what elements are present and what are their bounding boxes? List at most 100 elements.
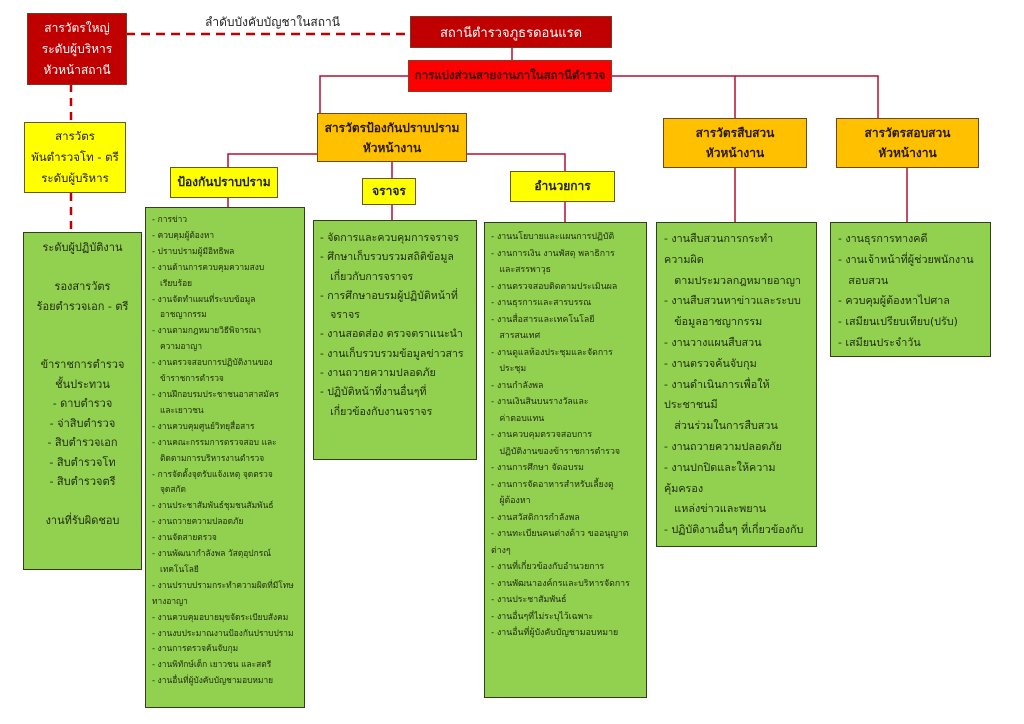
list-item: - ปฏิบัติงานอื่นๆ ที่เกี่ยวข้องกับ (664, 523, 804, 537)
list-item: - งานตรวจสอบติดตามประเมินผล (491, 281, 618, 292)
list-item: - การจัดตั้งจุดรับแจ้งเหตุ จุดตรวจ (152, 468, 273, 479)
list-item: - งานวางแผนสืบสวน (664, 335, 762, 349)
list-item: - เสมียนประจำวัน (838, 335, 921, 349)
list-item: ติดตามการบริหารงานตำรวจ (152, 452, 265, 463)
list-item: ระดับผู้ปฏิบัติงาน (42, 241, 123, 254)
list-item: - ดาบตำรวจ (52, 397, 113, 410)
list-item: - งานพิทักษ์เด็ก เยาวชน และสตรี (152, 659, 272, 670)
list-item: - สิบตำรวจตรี (49, 475, 116, 488)
list-item: สารวัตรสืบสวน (695, 126, 775, 140)
list-item: - จ่าสิบตำรวจ (49, 416, 116, 430)
chief-box: สารวัตรใหญ่ระดับผู้บริหารหัวหน้าสถานี (27, 13, 127, 85)
list-item: - งานสอดส่อง ตรวจตราแนะนำ (320, 328, 463, 341)
list-item: - งานอื่นที่ผู้บังคับบัญชามอบหมาย (491, 628, 619, 638)
investigation-duties-box: - งานสืบสวนการกระทำความผิด ตามประมวลกฎหม… (656, 222, 817, 547)
list-item: - งานถวายความปลอดภัย (152, 516, 244, 527)
list-item: - งานถวายความปลอดภัย (664, 439, 782, 453)
list-item: สอบสวน (838, 273, 889, 287)
list-item: ผู้ต้องหา (491, 496, 531, 506)
list-item (24, 492, 141, 512)
list-item: สารสนเทศ (491, 331, 541, 341)
list-item: - งานการศึกษา จัดอบรม (491, 463, 584, 473)
list-item: - งานจัดทำแผนที่ระบบข้อมูล (152, 293, 256, 304)
list-item: - งานเจ้าหน้าที่ผู้ช่วยพนักงาน (838, 252, 974, 266)
list-item: ตามประมวลกฎหมายอาญา (664, 273, 801, 287)
list-item: เทคโนโลยี (152, 563, 199, 574)
list-item: ค่าตอบแทน (491, 413, 545, 424)
inquiry-head-box: สารวัตรสอบสวนหัวหน้างาน (836, 118, 979, 168)
list-item: ส่วนร่วมในการสืบสวน (664, 419, 778, 433)
list-item: - สิบตำรวจโท (49, 455, 116, 469)
list-item: ประชาชนมี (664, 398, 718, 412)
list-item: - งานการเงิน งานพัสดุ พลาธิการ (491, 248, 615, 259)
list-item (24, 336, 141, 356)
list-item: - งานงบประมาณงานป้องกันปราบปราม (152, 627, 294, 638)
list-item: พันตำรวจโท - ตรี (31, 150, 119, 164)
chain-of-command-label: ลำดับบังคับบัญชาในสถานี (205, 15, 340, 29)
list-item: ข้าราชการตำรวจ (152, 373, 224, 384)
list-item: - งานธุรการและสารบรรณ (491, 298, 592, 308)
investigation-head-box: สารวัตรสืบสวนหัวหน้างาน (663, 118, 807, 168)
list-item: ข้าราชการตำรวจ (40, 358, 125, 371)
list-item: - งานการจัดอาหารสำหรับเลี้ยงดู (491, 479, 614, 490)
list-item: สารวัตรป้องกันปราบปราม (324, 120, 460, 135)
traffic-unit-box: จราจร (362, 178, 416, 205)
list-item: - งานตรวจสอบการปฏิบัติงานของ (152, 357, 273, 368)
list-item: จุดสกัด (152, 484, 186, 495)
list-item: - ศึกษาเก็บรวบรวมสถิติข้อมูล (320, 251, 454, 264)
inspector-box: สารวัตรพันตำรวจโท - ตรีระดับผู้บริหาร (24, 122, 126, 193)
list-item: - งานด้านการควบคุมความสงบ (152, 261, 265, 272)
list-item: - งานการตรวจค้นจับกุม (152, 643, 239, 654)
list-item: - ควบคุมผู้ต้องหาไปศาล (838, 294, 950, 308)
list-item: ร้อยตำรวจเอก - ตรี (36, 299, 129, 313)
list-item: - งานประชาสัมพันธ์ชุมชนสัมพันธ์ (152, 500, 274, 511)
division-box: การแบ่งส่วนสายงานภาในสถานีตำรวจ (408, 60, 612, 92)
list-item: - งานกำลังพล (491, 380, 544, 391)
list-item: - การข่าว (152, 214, 188, 224)
list-item (24, 258, 141, 278)
list-item: - งานคณะกรรมการตรวจสอบ และ (152, 436, 277, 447)
list-item: - งานควบคุมศูนย์วิทยุสื่อสาร (152, 420, 255, 431)
list-item: ระดับผู้บริหาร (41, 41, 113, 56)
list-item: ข้อมูลอาชญากรรม (664, 315, 763, 329)
traffic-unit-label: จราจร (372, 184, 406, 198)
list-item: ระดับผู้บริหาร (41, 171, 109, 185)
list-item: ความผิด (664, 252, 704, 266)
list-item: - งานปกปิดและให้ความ (664, 460, 776, 474)
list-item: - จัดการและควบคุมการจราจร (320, 232, 459, 244)
list-item: - งานดูแลห้องประชุมและจัดการ (491, 347, 613, 358)
list-item: - งานพัฒนากำลังพล วัสดุอุปกรณ์ (152, 548, 271, 559)
list-item: - งานเก็บรวบรวมข้อมูลข่าวสาร (320, 347, 464, 360)
list-item: - งานถวายความปลอดภัย (320, 367, 436, 380)
list-item: อาชญากรรม (152, 309, 207, 320)
list-item: - งานสืบสวนการกระทำ (664, 232, 774, 245)
list-item: ต่างๆ (491, 545, 511, 556)
list-item: - งานสวัสดิการกำลังพล (491, 512, 580, 523)
list-item: เกี่ยวกับการจราจร (320, 270, 414, 283)
list-item (24, 316, 141, 336)
list-item: และสรรพาวุธ (491, 265, 552, 275)
list-item: - งานพัฒนาองค์กรและบริหารจัดการ (491, 578, 630, 589)
list-item: และเยาวชน (152, 404, 204, 415)
list-item: หัวหน้างาน (362, 140, 422, 155)
list-item: - งานธุรการทางคดี (838, 232, 928, 245)
list-item: งานที่รับผิดชอบ (45, 514, 120, 527)
list-item: - งานที่เกี่ยวข้องกับอำนวยการ (491, 562, 605, 572)
list-item: - งานประชาสัมพันธ์ (491, 595, 567, 605)
suppression-unit-box: ป้องกันปราบปราม (170, 167, 278, 198)
list-item: ประชุม (491, 364, 527, 374)
list-item: จราจร (320, 309, 360, 322)
list-item: หัวหน้างาน (705, 146, 765, 160)
list-item: แหล่งข่าวและพยาน (664, 502, 767, 516)
admin-unit-label: อำนวยการ (534, 179, 591, 193)
list-item: สารวัตรสอบสวน (864, 126, 951, 140)
list-item: - งานตามกฎหมายวิธีพิจารณา (152, 325, 262, 336)
admin-duties-box: - งานนโยบายและแผนการปฏิบัติ- งานการเงิน … (484, 222, 647, 698)
list-item: - งานดำเนินการเพื่อให้ (664, 377, 770, 391)
station-box: สถานีตำรวจภูธรดอนแรด (410, 16, 612, 48)
traffic-duties-box: - จัดการและควบคุมการจราจร - ศึกษาเก็บรวบร… (313, 220, 477, 460)
list-item: - งานจัดสายตรวจ (152, 532, 217, 543)
list-item: - การศึกษาอบรมผู้ปฏิบัติหน้าที่ (320, 289, 458, 302)
inquiry-duties-box: - งานธุรการทางคดี - งานเจ้าหน้าที่ผู้ช่วย… (830, 222, 991, 357)
